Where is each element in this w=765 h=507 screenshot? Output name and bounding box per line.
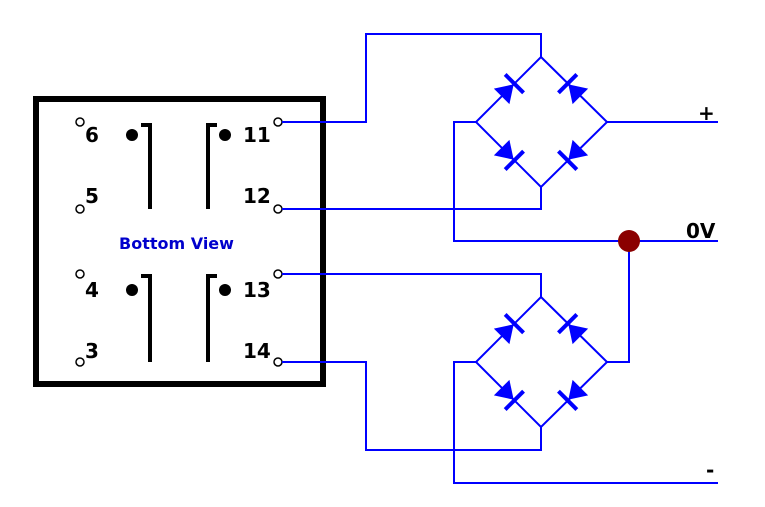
diode-bottom-ll xyxy=(493,379,525,411)
phase-dot-11 xyxy=(219,129,231,141)
pin-label-11: 11 xyxy=(243,123,271,147)
pin-label-12: 12 xyxy=(243,184,271,208)
winding-13-14 xyxy=(206,274,217,362)
pin-3 xyxy=(75,357,85,367)
pin-label-4: 4 xyxy=(85,278,99,302)
pin-label-14: 14 xyxy=(243,339,271,363)
diode-top-lr xyxy=(557,139,589,171)
wire-top-left-0v xyxy=(453,121,718,242)
pin-11 xyxy=(273,117,283,127)
diode-bottom-ul xyxy=(493,313,525,345)
wire-pin11 xyxy=(282,33,542,123)
wire-pin12 xyxy=(282,187,542,210)
winding-4-3 xyxy=(141,274,152,362)
wire-pin14 xyxy=(282,361,542,451)
positive-terminal-label: + xyxy=(698,101,715,125)
pin-13 xyxy=(273,269,283,279)
pin-label-13: 13 xyxy=(243,278,271,302)
pin-4 xyxy=(75,269,85,279)
winding-11-12 xyxy=(206,123,217,209)
pin-6 xyxy=(75,117,85,127)
pin-label-5: 5 xyxy=(85,184,99,208)
phase-dot-13 xyxy=(219,284,231,296)
winding-6-5 xyxy=(141,123,152,209)
diode-top-ur xyxy=(557,73,589,105)
pin-12 xyxy=(273,204,283,214)
wiring xyxy=(282,33,718,484)
pin-label-3: 3 xyxy=(85,339,99,363)
negative-terminal-label: - xyxy=(706,458,714,482)
pin-label-6: 6 xyxy=(85,123,99,147)
phase-dot-6 xyxy=(126,129,138,141)
transformer-outline xyxy=(33,96,326,387)
bridge-top xyxy=(474,55,609,189)
ground-node xyxy=(618,230,640,252)
wire-negative xyxy=(453,361,718,484)
pin-5 xyxy=(75,204,85,214)
wire-pin13 xyxy=(282,273,542,297)
diode-top-ul xyxy=(493,73,525,105)
diode-bottom-ur xyxy=(557,313,589,345)
diode-top-ll xyxy=(493,139,525,171)
wire-bottom-right-0v xyxy=(607,241,630,363)
bridge-bottom xyxy=(474,295,609,429)
zero-volt-label: 0V xyxy=(686,219,716,243)
bottom-view-caption: Bottom View xyxy=(119,234,234,253)
pin-14 xyxy=(273,357,283,367)
phase-dot-4 xyxy=(126,284,138,296)
diode-bottom-lr xyxy=(557,379,589,411)
